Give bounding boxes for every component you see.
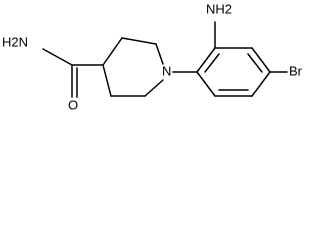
- benzene-ring: [196, 47, 271, 97]
- structure-diagram: H2N O N NH2 Br: [2, 1, 303, 112]
- carbonyl-oxygen-label: O: [68, 97, 78, 112]
- bond-c-nh2: [42, 48, 73, 66]
- piperidine-bond: [144, 79, 164, 97]
- piperidine-bond: [102, 64, 112, 97]
- benzene-double-bond: [247, 53, 263, 73]
- carboxamide-group: [42, 48, 104, 98]
- benzene-double-bond: [204, 53, 220, 73]
- amide-nh2-label: H2N: [2, 34, 28, 49]
- piperidine-bond: [121, 37, 157, 45]
- piperidine-ring: [102, 37, 164, 97]
- aryl-amine-label: NH2: [206, 1, 232, 16]
- bromine-label: Br: [289, 63, 303, 78]
- benzene-bond: [196, 47, 216, 73]
- piperidine-bond: [102, 37, 123, 66]
- piperidine-bond: [155, 43, 164, 65]
- benzene-bond: [251, 71, 271, 97]
- piperidine-nitrogen-label: N: [162, 63, 171, 78]
- benzene-bond: [196, 71, 216, 97]
- benzene-bond: [251, 47, 271, 73]
